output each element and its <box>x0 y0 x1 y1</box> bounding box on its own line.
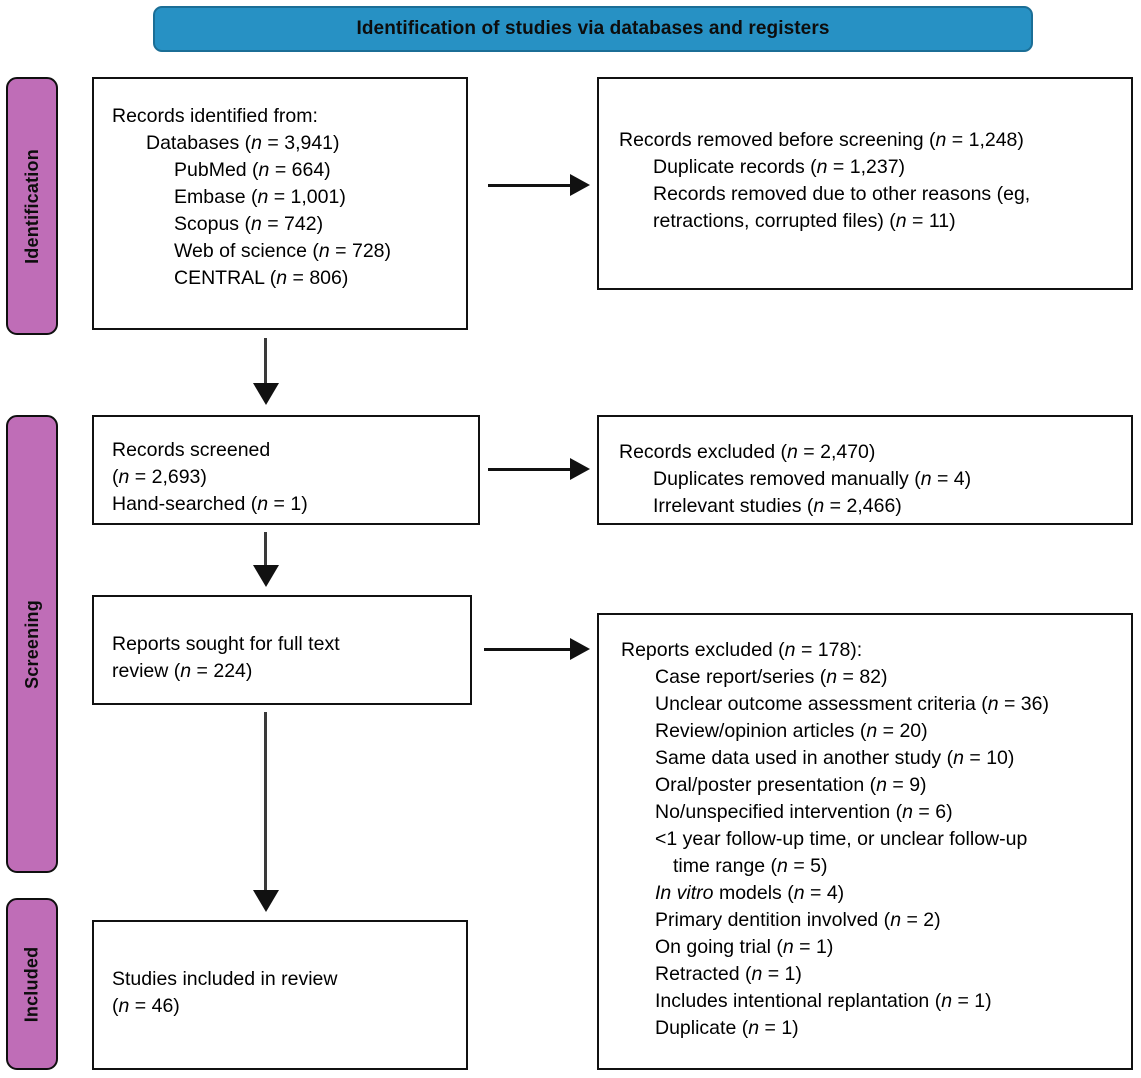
line-pubmed: PubMed (n = 664) <box>174 159 331 181</box>
line-studies-included: Studies included in review <box>112 968 338 990</box>
arrow-down-icon-identified-to-screened <box>253 383 279 405</box>
line-records-excluded-total: Records excluded (n = 2,470) <box>619 441 876 463</box>
line-records-screened-n: (n = 2,693) <box>112 466 207 488</box>
diagram-title: Identification of studies via databases … <box>356 18 830 39</box>
line-intentional-replantation: Includes intentional replantation (n = 1… <box>655 990 992 1012</box>
line-reports-excluded-total: Reports excluded (n = 178): <box>621 639 863 661</box>
line-reports-sought: Reports sought for full text <box>112 633 340 655</box>
box-records-removed-before-screening: Records removed before screening (n = 1,… <box>597 77 1133 290</box>
connector-sought-to-included-line <box>264 712 267 897</box>
line-followup-time-b: time range (n = 5) <box>673 855 828 877</box>
connector-identified-to-screened-line <box>264 338 267 392</box>
line-in-vitro-italic: In vitro <box>655 882 714 904</box>
stage-pill-screening: Screening <box>6 415 58 873</box>
stage-label-screening: Screening <box>21 599 42 689</box>
line-in-vitro-models: In vitro models (n = 4) <box>621 880 1125 907</box>
arrow-down-icon-sought-to-included <box>253 890 279 912</box>
line-in-vitro-rest: models (n = 4) <box>713 882 845 904</box>
box-records-excluded-body: Records excluded (n = 2,470) Duplicates … <box>599 427 1131 520</box>
line-duplicate-records: Duplicate records (n = 1,237) <box>653 156 906 178</box>
box-reports-sought-body: Reports sought for full text review (n =… <box>94 607 470 685</box>
arrow-down-icon-screened-to-sought <box>253 565 279 587</box>
box-reports-sought: Reports sought for full text review (n =… <box>92 595 472 705</box>
line-embase: Embase (n = 1,001) <box>174 186 346 208</box>
arrow-right-icon-identified-to-removed <box>570 174 590 196</box>
line-scopus: Scopus (n = 742) <box>174 213 324 235</box>
arrow-right-icon-sought-to-reports-excluded <box>570 638 590 660</box>
connector-sought-to-reports-excluded-line <box>484 648 571 651</box>
line-irrelevant-studies: Irrelevant studies (n = 2,466) <box>653 495 902 517</box>
line-same-data-another-study: Same data used in another study (n = 10) <box>655 747 1015 769</box>
line-duplicates-removed-manually: Duplicates removed manually (n = 4) <box>653 468 972 490</box>
line-studies-included-n: (n = 46) <box>112 995 180 1017</box>
line-hand-searched: Hand-searched (n = 1) <box>112 493 308 515</box>
box-records-screened: Records screened (n = 2,693) Hand-search… <box>92 415 480 525</box>
line-central: CENTRAL (n = 806) <box>174 267 349 289</box>
line-databases-total: Databases (n = 3,941) <box>146 132 340 154</box>
line-followup-time-a: <1 year follow-up time, or unclear follo… <box>655 828 1028 850</box>
stage-label-included: Included <box>21 946 42 1022</box>
connector-screened-to-sought-line <box>264 532 267 574</box>
line-records-identified-from: Records identified from: <box>112 105 318 127</box>
connector-screened-to-excluded-line <box>488 468 571 471</box>
box-reports-excluded: Reports excluded (n = 178): Case report/… <box>597 613 1133 1070</box>
line-web-of-science: Web of science (n = 728) <box>174 240 391 262</box>
stage-pill-identification: Identification <box>6 77 58 335</box>
box-records-excluded: Records excluded (n = 2,470) Duplicates … <box>597 415 1133 525</box>
box-records-identified-body: Records identified from: Databases (n = … <box>94 89 466 292</box>
stage-label-identification: Identification <box>21 148 42 264</box>
line-retracted: Retracted (n = 1) <box>655 963 802 985</box>
stage-pill-included: Included <box>6 898 58 1070</box>
line-duplicate: Duplicate (n = 1) <box>655 1017 799 1039</box>
box-records-identified: Records identified from: Databases (n = … <box>92 77 468 330</box>
box-studies-included-body: Studies included in review (n = 46) <box>94 932 466 1020</box>
line-unclear-outcome-assessment: Unclear outcome assessment criteria (n =… <box>655 693 1049 715</box>
line-oral-poster-presentation: Oral/poster presentation (n = 9) <box>655 774 927 796</box>
diagram-header-banner: Identification of studies via databases … <box>153 6 1033 52</box>
box-records-removed-body: Records removed before screening (n = 1,… <box>599 89 1131 235</box>
line-records-removed-other-reasons: Records removed due to other reasons (eg… <box>653 183 1031 232</box>
box-records-screened-body: Records screened (n = 2,693) Hand-search… <box>94 427 478 518</box>
line-records-screened: Records screened <box>112 439 271 461</box>
box-studies-included: Studies included in review (n = 46) <box>92 920 468 1070</box>
line-on-going-trial: On going trial (n = 1) <box>655 936 834 958</box>
line-case-report-series: Case report/series (n = 82) <box>655 666 888 688</box>
line-review-opinion-articles: Review/opinion articles (n = 20) <box>655 720 928 742</box>
line-records-removed-total: Records removed before screening (n = 1,… <box>619 129 1024 151</box>
line-primary-dentition: Primary dentition involved (n = 2) <box>655 909 941 931</box>
box-reports-excluded-body: Reports excluded (n = 178): Case report/… <box>599 625 1131 1042</box>
line-reports-sought-n: review (n = 224) <box>112 660 253 682</box>
arrow-right-icon-screened-to-excluded <box>570 458 590 480</box>
line-no-unspecified-intervention: No/unspecified intervention (n = 6) <box>655 801 953 823</box>
connector-identified-to-removed-line <box>488 184 571 187</box>
